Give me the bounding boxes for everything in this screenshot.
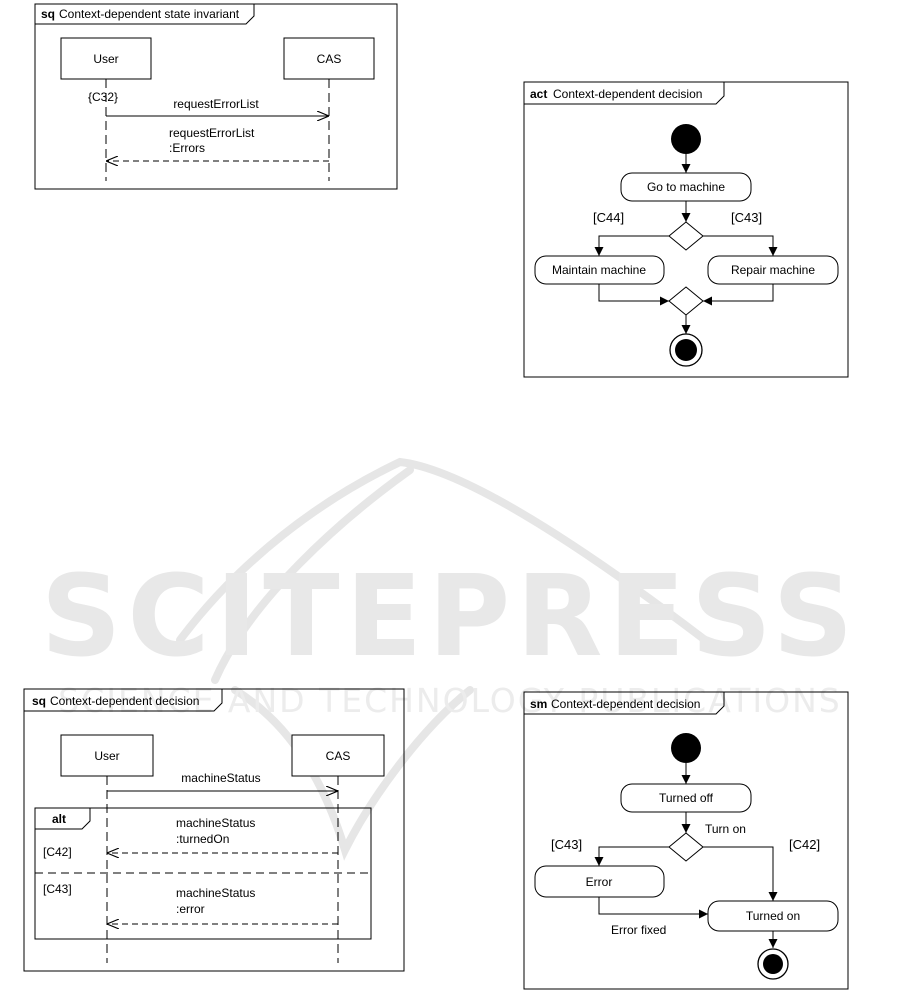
frame-title: Context-dependent decision xyxy=(553,87,702,101)
trigger-turn-on: Turn on xyxy=(705,822,746,836)
transition-left-branch xyxy=(594,846,669,866)
diagram-frame xyxy=(23,688,405,972)
message-return-label: requestErrorList xyxy=(169,126,255,140)
diagram-sq-decision: sq Context-dependent decision User CAS m… xyxy=(23,688,405,972)
diagram-frame xyxy=(523,81,849,378)
initial-state xyxy=(671,733,701,763)
state-turned-on-label: Turned on xyxy=(746,909,800,923)
lifeline-cas-label: CAS xyxy=(317,52,342,66)
alt-fragment-label: alt xyxy=(52,812,66,826)
state-invariant: {C32} xyxy=(88,90,118,104)
return-1-label: machineStatus xyxy=(176,816,255,830)
return-2-type: :error xyxy=(176,902,205,916)
transition-error-fixed-label: Error fixed xyxy=(611,923,666,937)
final-node xyxy=(675,339,697,361)
flow-left-branch xyxy=(594,235,669,256)
guard-operand-2: [C43] xyxy=(43,882,72,896)
guard-right: [C42] xyxy=(789,837,820,852)
guard-left: [C43] xyxy=(551,837,582,852)
guard-operand-1: [C42] xyxy=(43,845,72,859)
message-call-label: requestErrorList xyxy=(173,97,259,111)
transition-error-fixed xyxy=(598,897,708,919)
frame-title: Context-dependent decision xyxy=(50,694,199,708)
frame-label-pentagon xyxy=(24,689,223,712)
decision-node xyxy=(668,221,704,251)
flow-right-branch xyxy=(703,235,778,256)
frame-title: Context-dependent decision xyxy=(551,697,700,711)
flow-left-merge xyxy=(598,284,669,306)
state-turned-off-label: Turned off xyxy=(659,791,714,805)
lifeline-user-label: User xyxy=(93,52,118,66)
lifeline-head-user xyxy=(60,37,152,80)
guard-left: [C44] xyxy=(593,210,624,225)
frame-kind: sq xyxy=(32,694,46,708)
frame-kind: sm xyxy=(530,697,547,711)
watermark: SCITEPRESS SCIENCE AND TECHNOLOGY PUBLIC… xyxy=(41,457,860,861)
diagram-sm-decision: sm Context-dependent decision Turned off… xyxy=(523,691,849,990)
lifeline-head-user xyxy=(60,734,154,777)
state-error-label: Error xyxy=(586,875,613,889)
alt-fragment-pentagon xyxy=(35,808,91,830)
message-return-type: :Errors xyxy=(169,141,205,155)
return-1-type: :turnedOn xyxy=(176,832,229,846)
transition-right-branch xyxy=(703,846,778,901)
frame-label-pentagon xyxy=(524,692,725,715)
action-maintain-machine-label: Maintain machine xyxy=(552,263,646,277)
watermark-swoosh xyxy=(176,457,709,861)
lifeline-cas-label: CAS xyxy=(326,749,351,763)
merge-node xyxy=(668,286,704,316)
flow-right-merge xyxy=(703,284,774,306)
lifeline-head-cas xyxy=(283,37,375,80)
diagram-frame xyxy=(523,691,849,990)
frame-label-pentagon xyxy=(524,82,725,105)
initial-node xyxy=(671,124,701,154)
action-go-to-machine-label: Go to machine xyxy=(647,180,725,194)
frame-label-pentagon xyxy=(35,4,255,25)
message-call-label: machineStatus xyxy=(181,771,260,785)
frame-kind: sq xyxy=(41,7,55,21)
diagram-sq-state-invariant: sq Context-dependent state invariant Use… xyxy=(34,3,398,190)
choice-node xyxy=(668,832,704,862)
lifeline-user-label: User xyxy=(94,749,119,763)
frame-kind: act xyxy=(530,87,547,101)
return-2-label: machineStatus xyxy=(176,886,255,900)
frame-title: Context-dependent state invariant xyxy=(59,7,240,21)
guard-right: [C43] xyxy=(731,210,762,225)
diagram-act-decision: act Context-dependent decision Go to mac… xyxy=(523,81,849,378)
diagram-frame xyxy=(34,3,398,190)
action-repair-machine-label: Repair machine xyxy=(731,263,815,277)
final-state xyxy=(763,954,783,974)
watermark-brand: SCITEPRESS xyxy=(41,552,860,682)
